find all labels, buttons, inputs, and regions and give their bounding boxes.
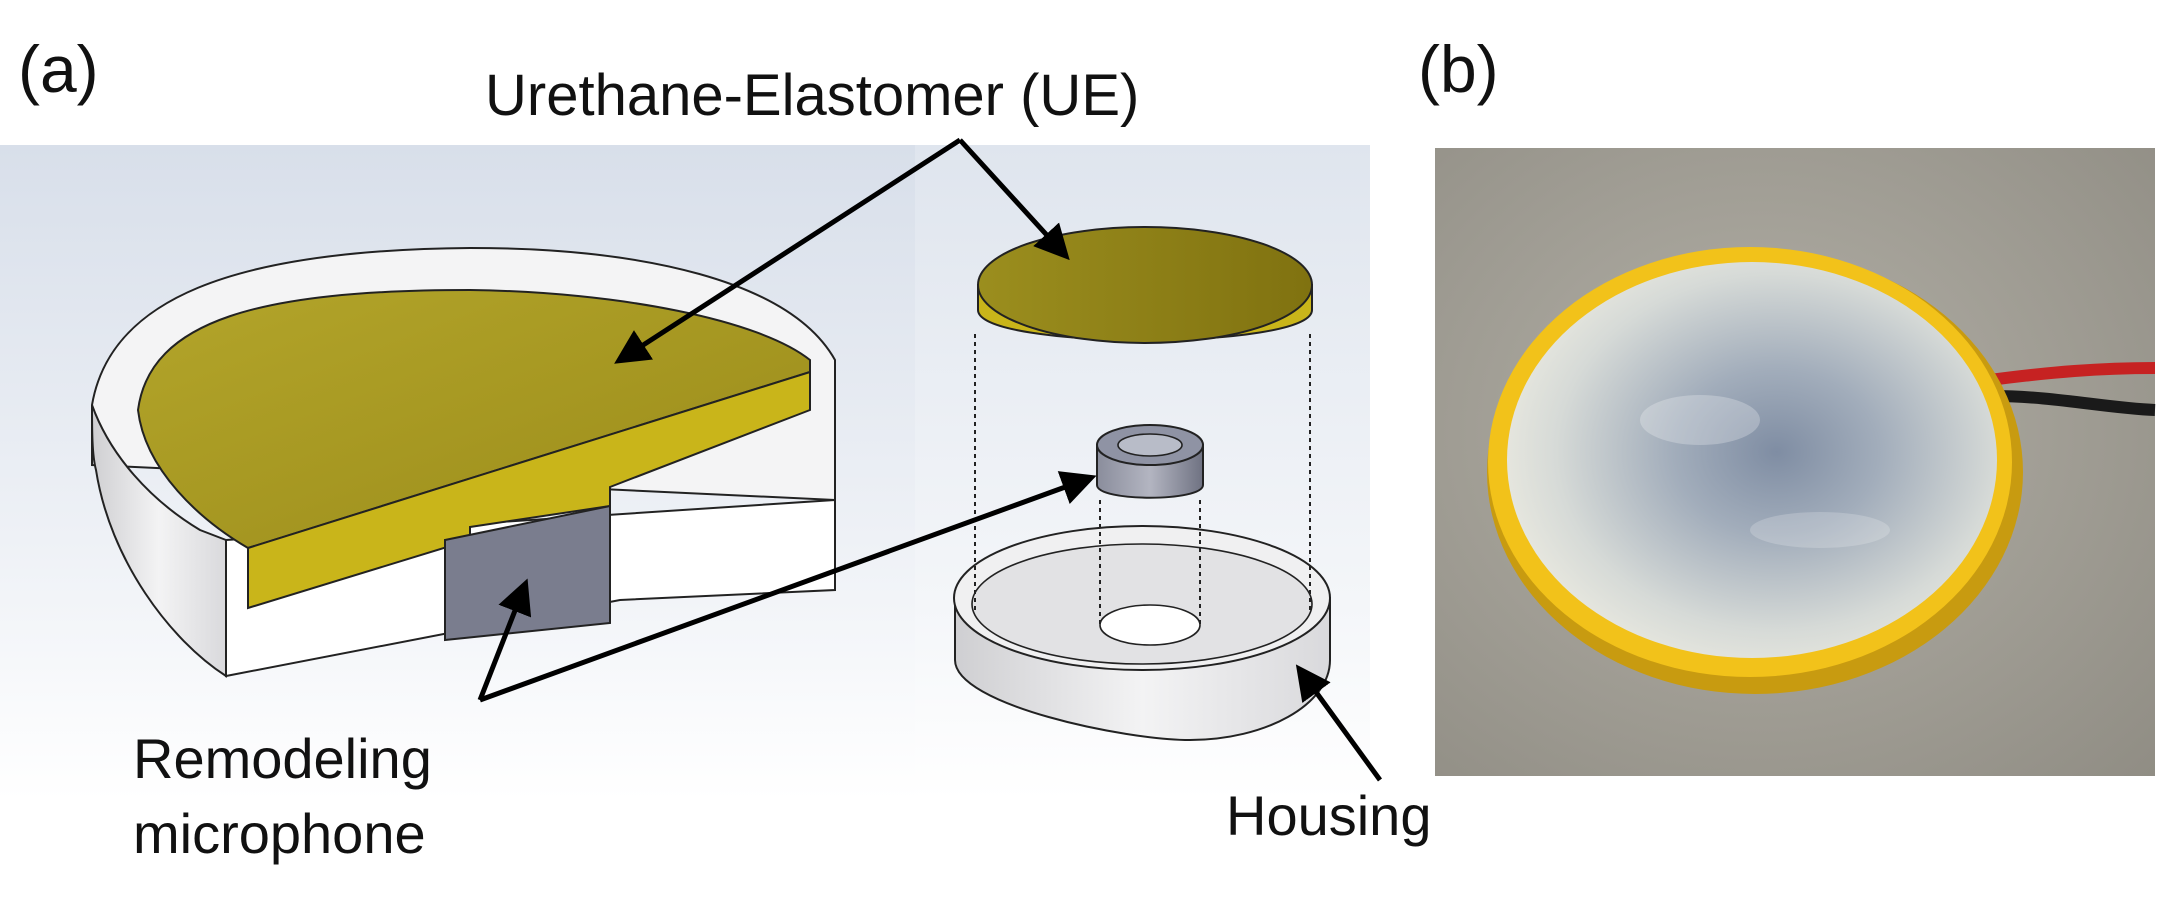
housing-outer-wall <box>91 404 227 678</box>
cable-black <box>1991 390 2156 416</box>
photo-gel <box>1507 262 1997 658</box>
photo-highlight <box>1640 395 1760 445</box>
housing-arrow <box>1295 664 1383 782</box>
elastomer-disc-top <box>977 226 1313 344</box>
exploded-sensor <box>953 226 1331 742</box>
housing-label: Housing <box>1226 784 1431 847</box>
mic-arrow-exploded <box>479 471 1097 703</box>
ue-arrow-cutaway <box>614 137 962 364</box>
cable-red <box>1989 362 2156 386</box>
photo-highlight <box>1750 512 1890 548</box>
panel-a-label: (a) <box>18 32 99 106</box>
microphone-cut <box>444 504 611 642</box>
mic-arrow-cutaway <box>477 578 532 701</box>
housing-hole <box>1099 604 1201 646</box>
microphone-bore <box>1117 433 1183 457</box>
microphone-label-line2: microphone <box>133 802 426 865</box>
housing-base-inner <box>971 543 1313 665</box>
annotation-arrows <box>477 137 1383 782</box>
ue-arrow-disc <box>958 138 1070 261</box>
microphone-label-line1: Remodeling <box>133 727 432 790</box>
sensor-photo <box>1435 148 2156 776</box>
ue-label: Urethane-Elastomer (UE) <box>485 63 1139 128</box>
panel-b-label: (b) <box>1418 32 1499 106</box>
